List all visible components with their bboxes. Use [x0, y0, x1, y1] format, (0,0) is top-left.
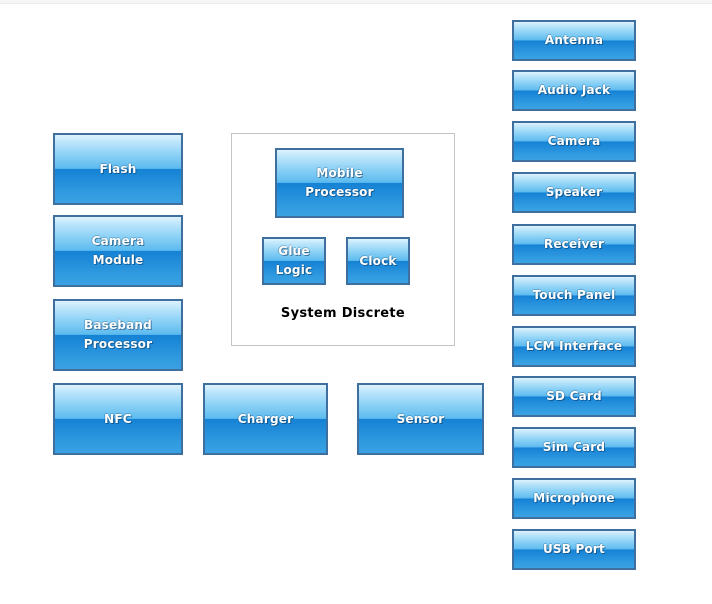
- block-label: Mobile Processor: [305, 166, 374, 199]
- block-flash[interactable]: Flash: [53, 133, 183, 205]
- block-label: Camera: [547, 134, 601, 148]
- block-sd-card[interactable]: SD Card: [512, 376, 636, 417]
- block-label: Microphone: [533, 491, 615, 505]
- page-top-edge: [0, 0, 712, 4]
- block-label: Camera Module: [91, 234, 145, 267]
- block-sensor[interactable]: Sensor: [357, 383, 484, 455]
- block-receiver[interactable]: Receiver: [512, 224, 636, 265]
- block-baseband-processor[interactable]: Baseband Processor: [53, 299, 183, 371]
- block-lcm-interface[interactable]: LCM Interface: [512, 326, 636, 367]
- block-label: Glue Logic: [275, 244, 313, 277]
- block-label: Touch Panel: [532, 288, 616, 302]
- block-camera[interactable]: Camera: [512, 121, 636, 162]
- block-sim-card[interactable]: Sim Card: [512, 427, 636, 468]
- block-audio-jack[interactable]: Audio Jack: [512, 70, 636, 111]
- block-mobile-processor[interactable]: Mobile Processor: [275, 148, 404, 218]
- system-discrete-title: System Discrete: [280, 306, 406, 321]
- block-nfc[interactable]: NFC: [53, 383, 183, 455]
- block-label: Sensor: [396, 411, 445, 426]
- block-label: LCM Interface: [525, 339, 623, 353]
- block-label: Flash: [99, 161, 137, 176]
- block-charger[interactable]: Charger: [203, 383, 328, 455]
- block-label: Antenna: [544, 33, 604, 47]
- block-speaker[interactable]: Speaker: [512, 172, 636, 213]
- block-label: Receiver: [543, 237, 605, 251]
- block-label: Charger: [237, 411, 294, 426]
- block-touch-panel[interactable]: Touch Panel: [512, 275, 636, 316]
- block-label: Baseband Processor: [83, 318, 153, 351]
- block-usb-port[interactable]: USB Port: [512, 529, 636, 570]
- block-camera-module[interactable]: Camera Module: [53, 215, 183, 287]
- block-clock[interactable]: Clock: [346, 237, 410, 285]
- block-label: Audio Jack: [537, 83, 611, 97]
- block-microphone[interactable]: Microphone: [512, 478, 636, 519]
- block-label: Speaker: [545, 185, 603, 199]
- block-label: USB Port: [542, 542, 605, 556]
- block-glue-logic[interactable]: Glue Logic: [262, 237, 326, 285]
- block-antenna[interactable]: Antenna: [512, 20, 636, 61]
- block-label: Sim Card: [542, 440, 606, 454]
- block-label: SD Card: [546, 389, 602, 403]
- block-label: NFC: [104, 411, 132, 426]
- block-label: Clock: [359, 253, 397, 268]
